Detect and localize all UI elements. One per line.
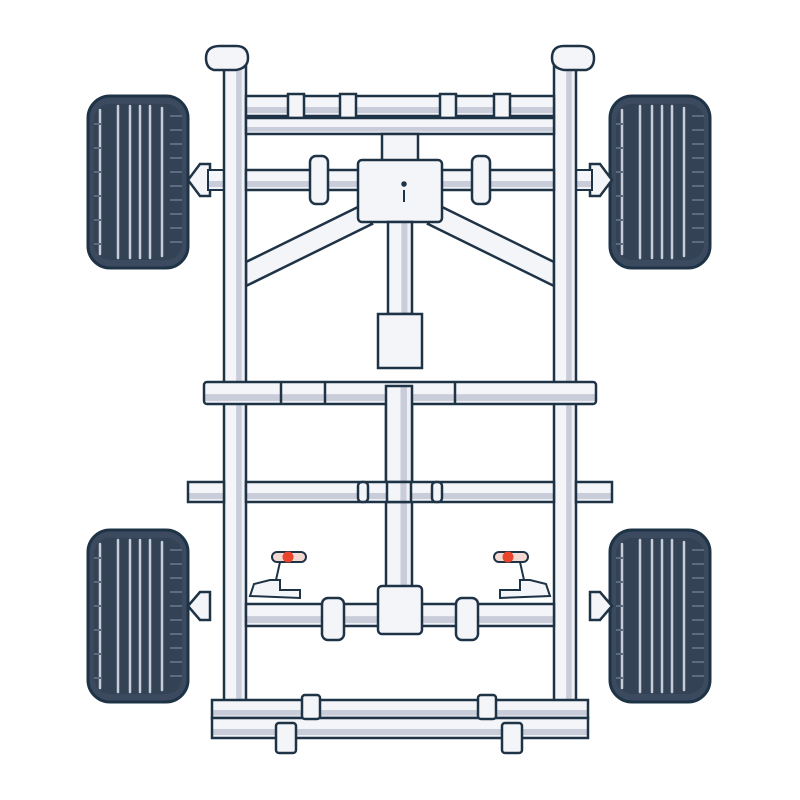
wheel-front-left [86,94,229,270]
middle-crossmember [202,380,598,498]
rear-left-bracket [248,551,307,600]
indicator-light-right [502,551,514,563]
wheel-rear-left [86,528,212,704]
rear-bumper [210,693,590,755]
indicator-light-left [282,551,294,563]
front-axle [244,132,556,224]
rear-axle [244,584,556,642]
wheel-rear-right [588,528,712,704]
lower-crossbar [186,480,614,504]
wheel-front-right [571,94,712,270]
front-crossmember [244,92,556,136]
rear-right-bracket [493,551,552,600]
